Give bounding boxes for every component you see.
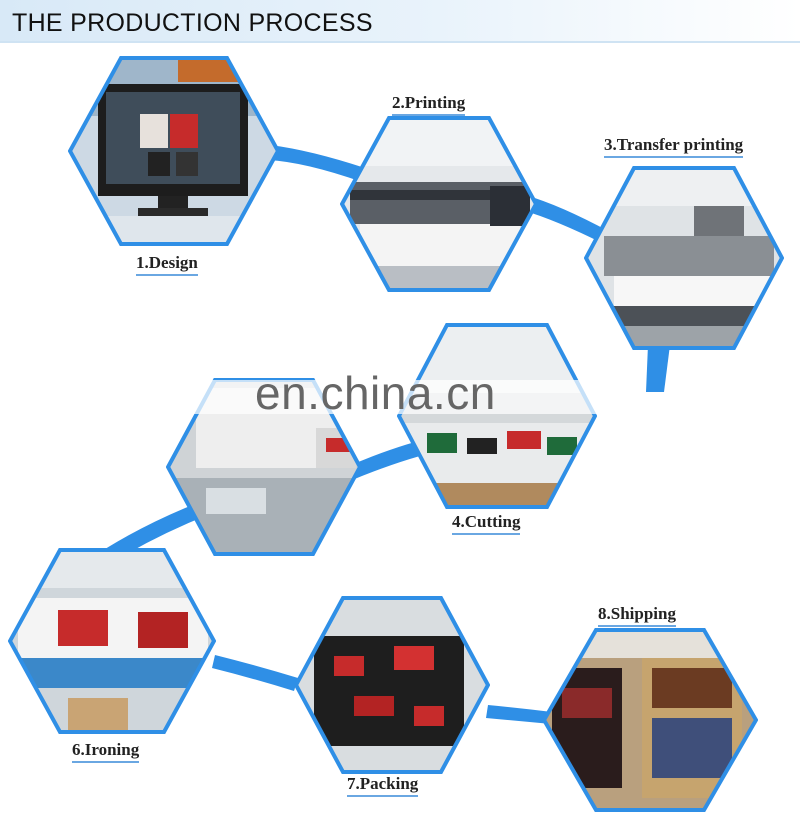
connector-4-5 [340, 442, 420, 483]
step-3-label: 3.Transfer printing [604, 135, 744, 158]
step-8-shipping-photo [542, 628, 758, 812]
connector-6-7 [212, 655, 298, 691]
step-7-packing-photo [294, 596, 490, 774]
connector-3-down [646, 345, 670, 392]
header-rule [0, 41, 800, 43]
watermark-backdrop [190, 380, 600, 414]
step-1-design-photo [68, 56, 280, 246]
watermark-text: en.china.cn [255, 367, 496, 419]
connector-7-8 [486, 705, 552, 724]
step-2-printing-photo [340, 116, 538, 292]
step-6-ironing-photo [8, 548, 216, 734]
step-8-label: 8.Shipping [598, 604, 676, 627]
step-6-label: 6.Ironing [72, 740, 140, 763]
header-bar [0, 0, 800, 41]
step-2-label: 2.Printing [392, 93, 466, 116]
connector-1-2 [268, 145, 365, 182]
step-7-label: 7.Packing [347, 774, 419, 797]
step-4-label: 4.Cutting [452, 512, 521, 535]
page-title: THE PRODUCTION PROCESS [12, 9, 373, 37]
page-header: THE PRODUCTION PROCESS [0, 0, 800, 43]
step-3-transfer-printing-photo [584, 166, 784, 350]
step-1-label: 1.Design [136, 253, 198, 276]
connector-2-3 [522, 195, 610, 244]
